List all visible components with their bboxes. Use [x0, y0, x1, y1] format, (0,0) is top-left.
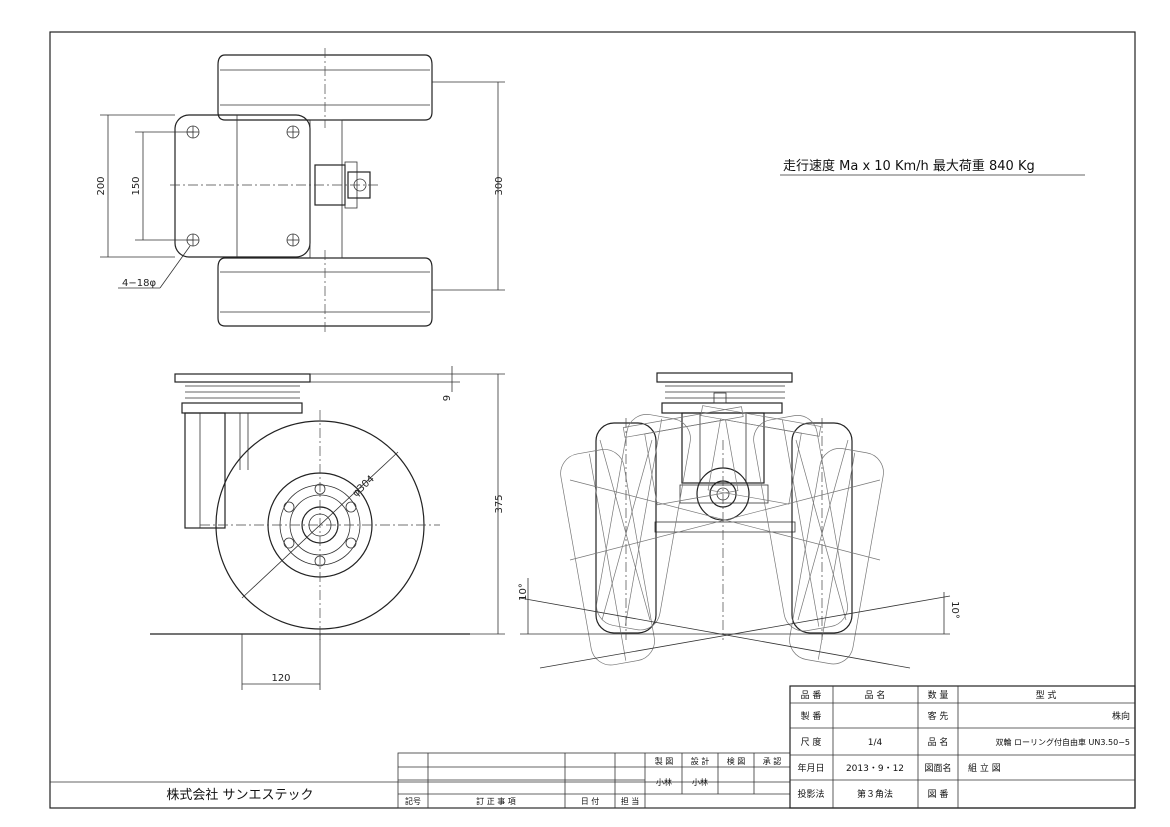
tb-customer-value: 株向 — [1112, 710, 1130, 722]
top-view: 200 150 300 4−18φ — [96, 48, 505, 334]
sheet-border — [49, 31, 1136, 809]
dim-wheel-diameter: φ304 — [351, 474, 377, 500]
tb-part-no-label: 品 番 — [801, 689, 822, 701]
tb-date-label: 年月日 — [797, 762, 824, 774]
front-view: 10° 10° — [518, 372, 960, 669]
side-fork — [184, 412, 226, 529]
angle-right: 10° — [949, 601, 960, 619]
tb-model-header: 型 式 — [1036, 689, 1057, 701]
dim-9: 9 — [442, 395, 453, 401]
tb-scale-value: 1/4 — [868, 738, 883, 748]
dim-120: 120 — [271, 673, 290, 684]
tb-customer-label: 客 先 — [928, 710, 949, 722]
tb-projection-label: 投影法 — [797, 788, 824, 800]
dim-200: 200 — [96, 176, 107, 195]
approval-drafting: 製 図 — [655, 756, 674, 766]
dim-375: 375 — [494, 494, 505, 513]
rev-header-person: 担 当 — [621, 796, 640, 806]
tb-drawing-name-value: 組 立 図 — [968, 762, 1001, 774]
rev-header-mark: 記号 — [405, 796, 421, 806]
approver-design: 小林 — [692, 777, 708, 787]
title-block: 品 番 品 名 数 量 型 式 製 番 客 先 株向 尺 度 1/4 品 名 双… — [789, 685, 1136, 809]
company-name: 株式会社 サンエステック — [166, 787, 313, 803]
side-view: φ304 9 375 120 — [150, 366, 505, 690]
top-upper-wheel — [217, 54, 433, 121]
tb-date-value: 2013・9・12 — [846, 764, 904, 774]
dim-150: 150 — [131, 176, 142, 195]
approval-check: 検 図 — [727, 756, 746, 766]
tb-name-value: 双輪 ローリング付自由車 UN3.50−5 — [995, 737, 1130, 747]
tb-projection-value: 第３角法 — [857, 788, 893, 800]
tb-drawing-name-label: 図面名 — [924, 762, 951, 774]
tb-part-name-header: 品 名 — [865, 689, 886, 701]
top-lower-wheel — [217, 257, 433, 327]
tb-scale-label: 尺 度 — [801, 736, 822, 748]
side-top-plate — [174, 373, 311, 383]
approval-approve: 承 認 — [763, 756, 782, 766]
tb-name-label: 品 名 — [928, 736, 949, 748]
tb-job-no-label: 製 番 — [801, 710, 822, 722]
rev-header-content: 訂 正 事 項 — [476, 796, 516, 806]
tb-drawing-no-label: 図 番 — [928, 788, 949, 800]
angle-left: 10° — [518, 583, 529, 601]
spec-line: 走行速度 Ma x 10 Km/h 最大荷重 840 Kg — [783, 158, 1035, 174]
revision-block: 株式会社 サンエステック 記号 訂 正 事 項 日 付 担 当 製 図 設 計 … — [50, 752, 791, 809]
rev-header-date: 日 付 — [581, 796, 600, 806]
dim-300: 300 — [494, 176, 505, 195]
hole-note: 4−18φ — [122, 278, 156, 289]
approval-design: 設 計 — [691, 756, 710, 766]
tb-quantity-label: 数 量 — [928, 689, 949, 701]
approver-drafting: 小林 — [656, 777, 672, 787]
top-mounting-plate — [174, 114, 311, 258]
